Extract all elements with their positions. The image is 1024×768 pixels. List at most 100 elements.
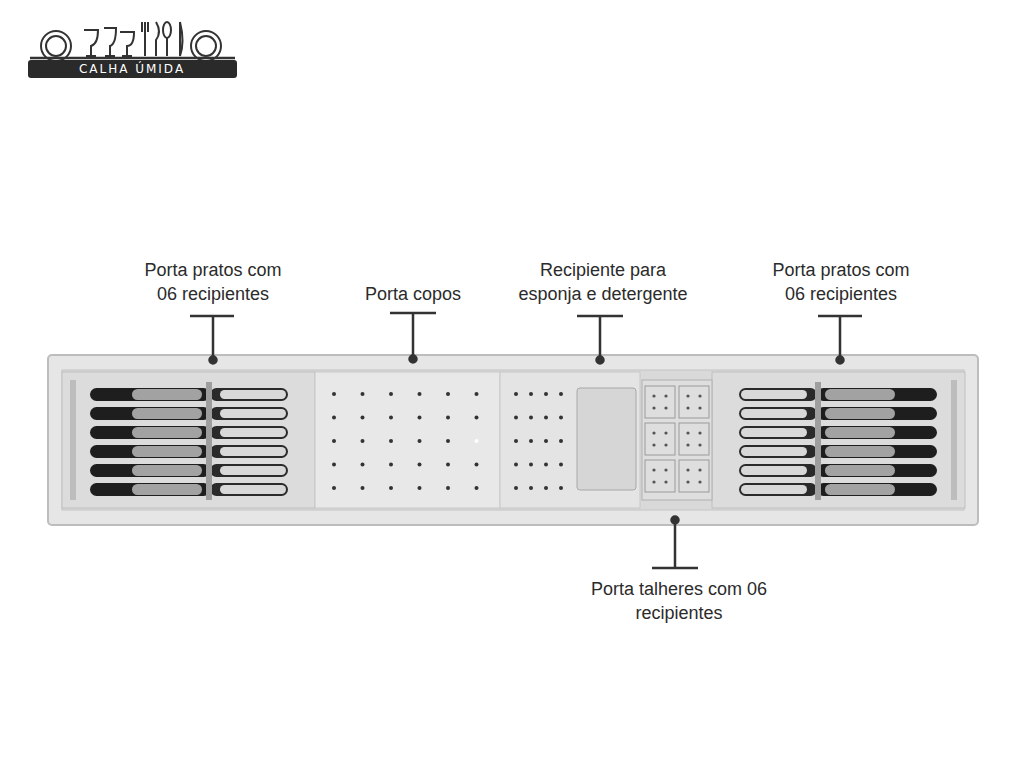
- cutlery-hole: [698, 443, 701, 446]
- sponge-hole: [544, 439, 548, 443]
- sponge-hole: [529, 416, 533, 420]
- cup-hole: [361, 392, 365, 396]
- cutlery-holder: [642, 380, 712, 500]
- sponge-hole: [514, 463, 518, 467]
- slot-shine: [132, 446, 202, 457]
- plate-slot: [817, 407, 937, 420]
- tray-frame: [48, 355, 978, 525]
- plate-slot: [210, 388, 288, 401]
- sponge-hole: [529, 392, 533, 396]
- cup-hole: [361, 486, 365, 490]
- plate-slot: [90, 426, 210, 439]
- rack-base: [712, 372, 965, 508]
- cutlery-hole: [652, 431, 655, 434]
- plate-slot: [210, 407, 288, 420]
- plate-slot: [90, 483, 210, 496]
- cup-hole: [332, 439, 336, 443]
- plate-rack: [62, 372, 315, 508]
- cup-hole: [418, 416, 422, 420]
- rack-divider: [815, 382, 821, 500]
- sponge-hole: [559, 439, 563, 443]
- sponge-hole: [514, 486, 518, 490]
- cutlery-hole: [686, 394, 689, 397]
- sponge-hole: [559, 486, 563, 490]
- cutlery-hole: [664, 394, 667, 397]
- cutlery-cell: [679, 386, 709, 418]
- cup-hole: [446, 486, 450, 490]
- cup-hole: [475, 486, 479, 490]
- cutlery-cell: [679, 460, 709, 492]
- plate-slot: [817, 464, 937, 477]
- cup-holder: [315, 372, 500, 508]
- callout-label: Porta talheres com 06 recipientes: [589, 577, 769, 625]
- sponge-hole: [544, 486, 548, 490]
- cup-hole: [389, 392, 393, 396]
- slot-shine: [825, 427, 895, 438]
- sponge-hole: [559, 463, 563, 467]
- callout-label: Porta pratos com 06 recipientes: [133, 258, 293, 306]
- plate-slot: [210, 483, 288, 496]
- cup-hole: [418, 439, 422, 443]
- slot-shine: [825, 408, 895, 419]
- cup-hole: [418, 463, 422, 467]
- cup-hole: [446, 392, 450, 396]
- slot-shine: [220, 485, 286, 494]
- cutlery-hole: [686, 480, 689, 483]
- slot-shine: [132, 484, 202, 495]
- cup-hole: [418, 486, 422, 490]
- cutlery-hole: [686, 406, 689, 409]
- cutlery-cell: [645, 460, 675, 492]
- slot-shine: [220, 447, 286, 456]
- cup-hole: [389, 486, 393, 490]
- dish-racks: [62, 372, 965, 508]
- plate-slot: [90, 388, 210, 401]
- sponge-hole: [514, 392, 518, 396]
- slot-shine: [132, 389, 202, 400]
- cup-hole: [332, 416, 336, 420]
- cutlery-hole: [664, 443, 667, 446]
- sponge-hole: [559, 416, 563, 420]
- callout-label: Porta copos: [333, 282, 493, 306]
- rack-base: [62, 372, 315, 508]
- plate-slot: [90, 407, 210, 420]
- cup-hole: [475, 463, 479, 467]
- slot-shine: [220, 466, 286, 475]
- cutlery-cell: [645, 386, 675, 418]
- cutlery-hole: [686, 468, 689, 471]
- slot-shine: [741, 447, 807, 456]
- plate-slot: [739, 407, 817, 420]
- brand-logo: CALHA ÚMIDA: [79, 61, 185, 77]
- sponge-hole: [559, 392, 563, 396]
- cutlery-hole: [698, 480, 701, 483]
- sponge-hole: [544, 416, 548, 420]
- callout-label: Recipiente para esponja e detergente: [511, 258, 696, 306]
- cutlery-hole: [698, 406, 701, 409]
- cutlery-hole: [664, 480, 667, 483]
- slot-shine: [220, 390, 286, 399]
- cutlery-hole: [652, 480, 655, 483]
- logo-icons: [30, 22, 235, 61]
- rack-end: [70, 380, 76, 500]
- plate-slot: [739, 464, 817, 477]
- sponge-hole: [514, 439, 518, 443]
- cup-hole: [446, 463, 450, 467]
- slot-shine: [741, 485, 807, 494]
- cup-hole: [475, 439, 479, 443]
- plate-slot: [210, 426, 288, 439]
- plate-slot: [739, 445, 817, 458]
- detergent-box: [577, 388, 636, 490]
- cutlery-hole: [698, 394, 701, 397]
- cup-hole: [475, 392, 479, 396]
- cutlery-cell: [679, 423, 709, 455]
- plate-slot: [739, 426, 817, 439]
- cup-hole: [332, 486, 336, 490]
- slot-shine: [741, 466, 807, 475]
- cup-hole: [418, 392, 422, 396]
- slot-shine: [741, 390, 807, 399]
- slot-shine: [220, 409, 286, 418]
- cutlery-hole: [652, 394, 655, 397]
- cup-hole: [446, 416, 450, 420]
- slot-shine: [132, 427, 202, 438]
